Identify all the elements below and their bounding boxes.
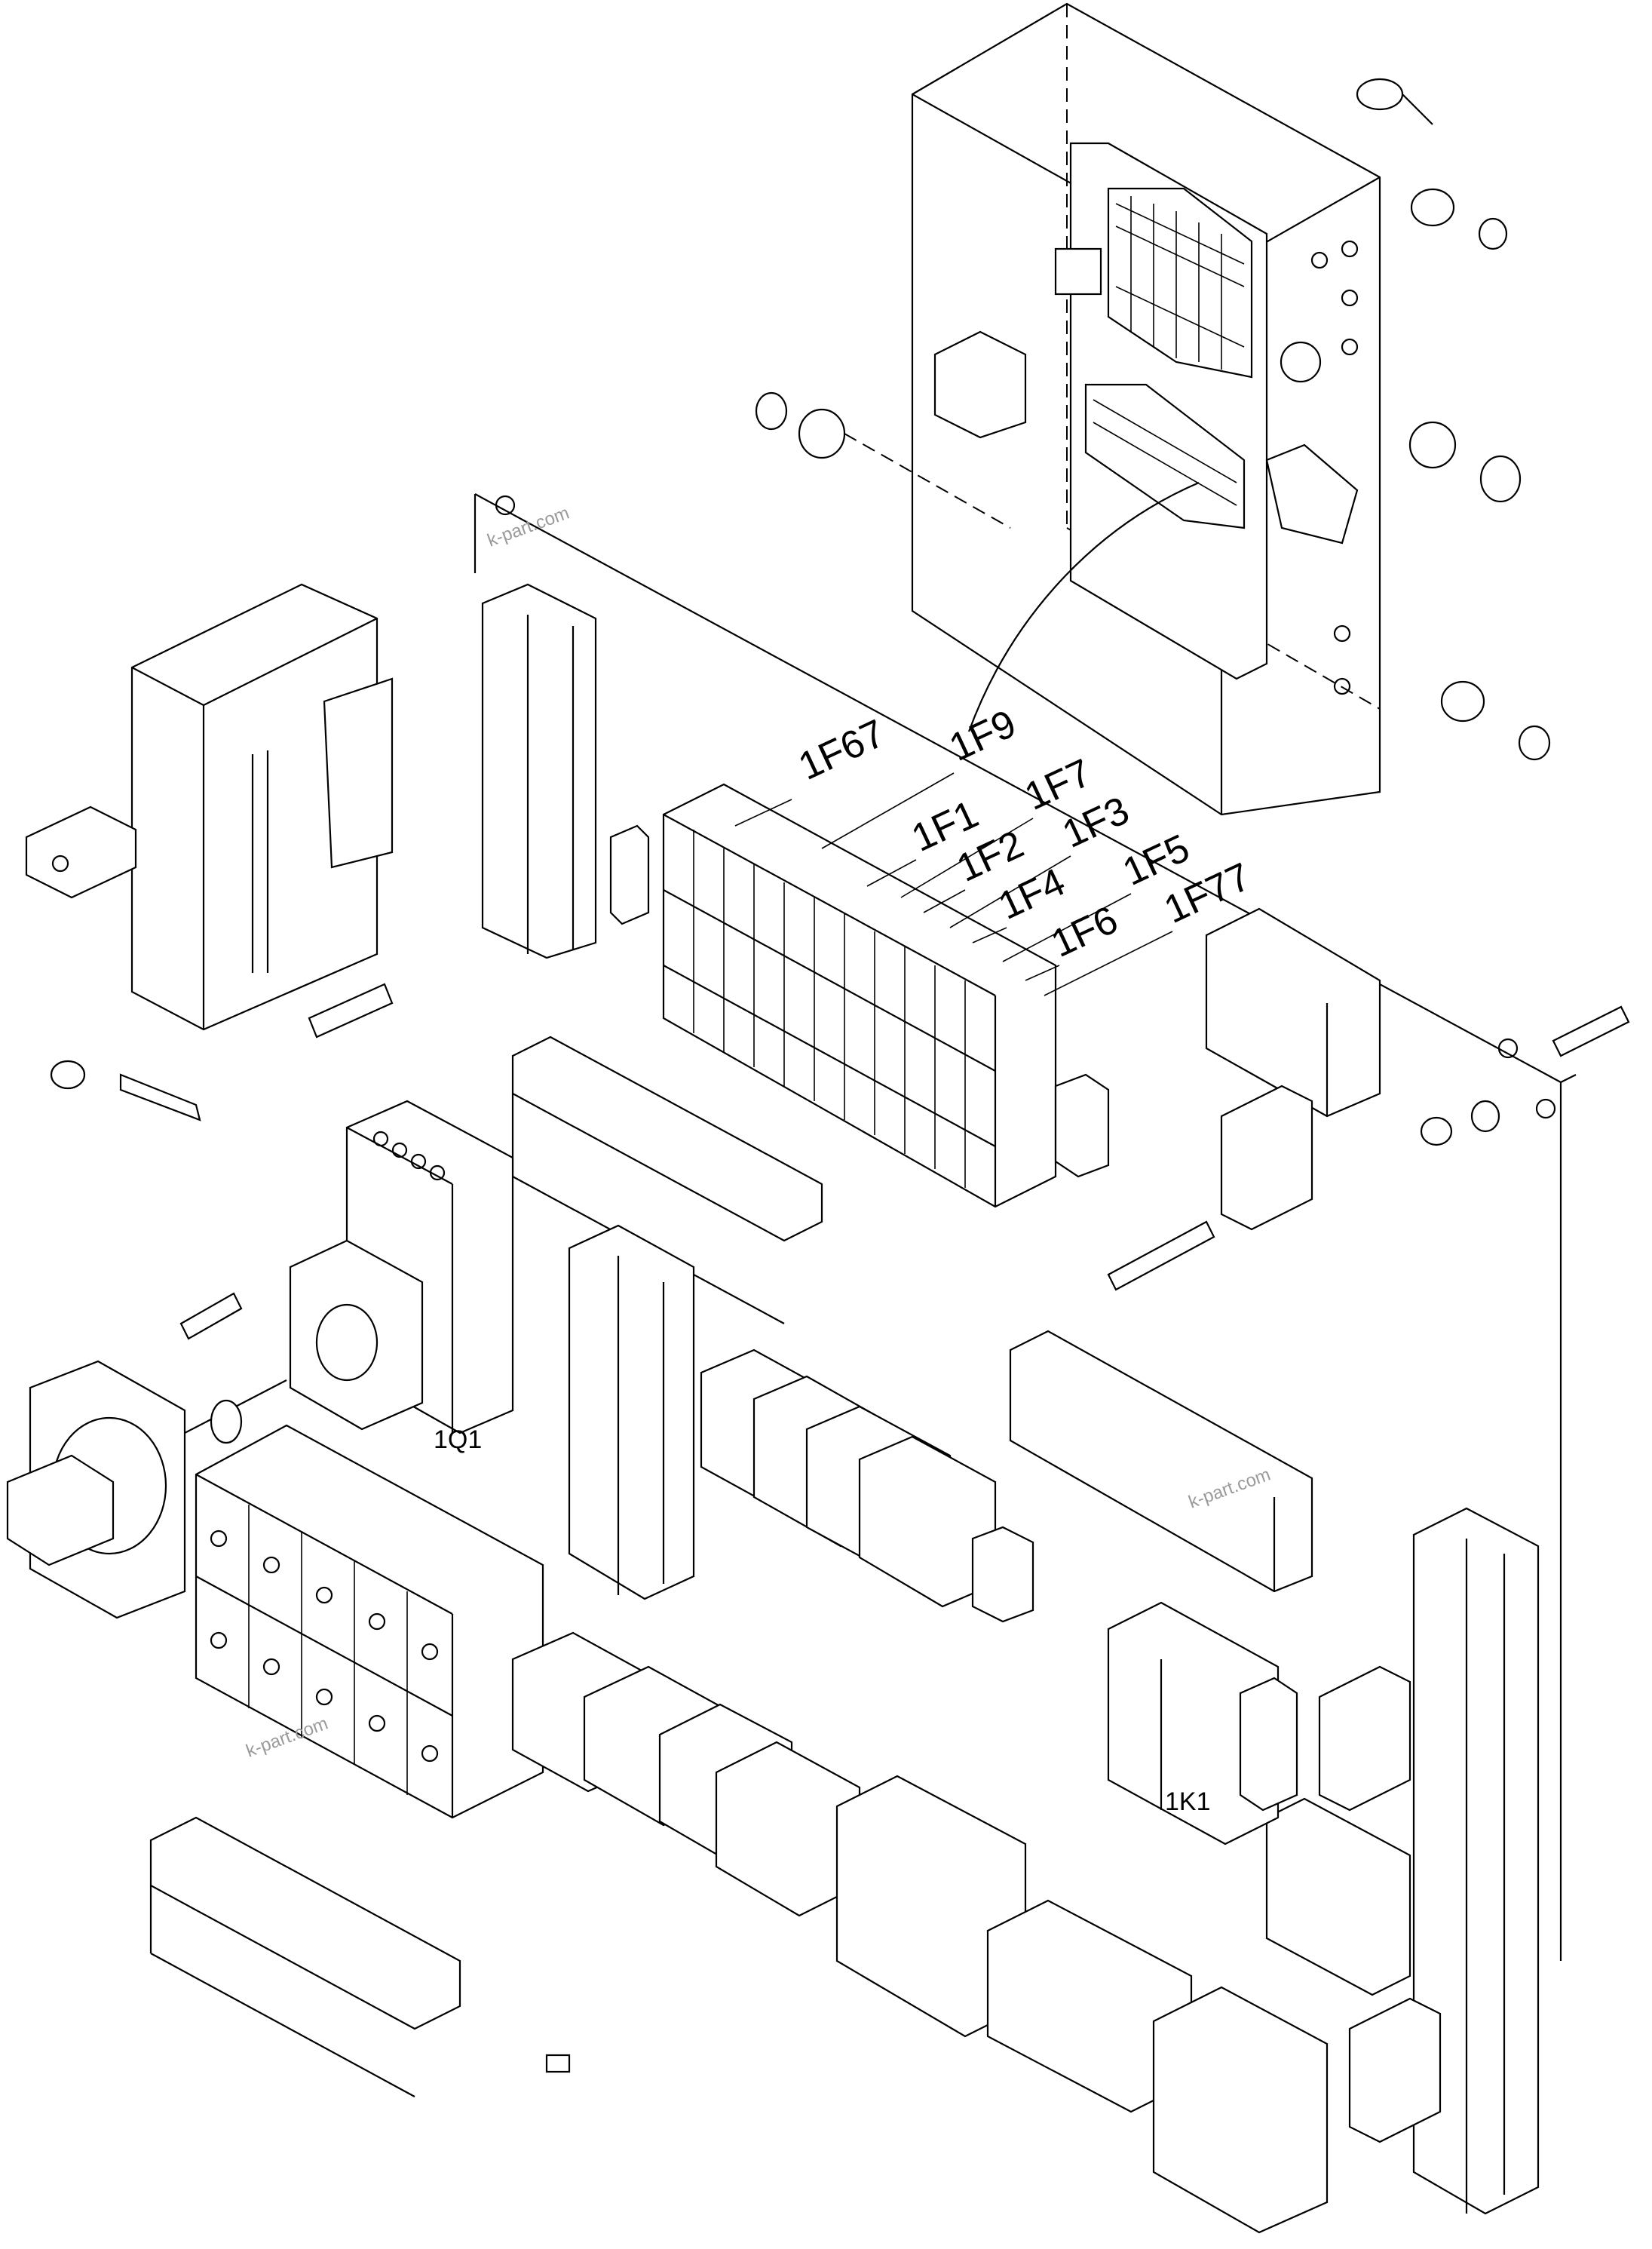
disconnect-switch-icon[interactable]	[6, 1360, 287, 1619]
cable-duct-icon[interactable]	[568, 1224, 695, 1600]
label-1q1: 1Q1	[434, 1425, 482, 1454]
label-1f9: 1F9	[943, 701, 1023, 769]
terminal-strip-icon	[1084, 383, 1246, 529]
circuit-breaker-icon[interactable]	[195, 1424, 544, 1819]
cable-duct-icon[interactable]	[1009, 1330, 1313, 1593]
fuse-block-icon[interactable]	[662, 783, 1057, 1208]
cable-duct-icon[interactable]	[1265, 1797, 1411, 1996]
terminal-block-icon[interactable]	[835, 1775, 1329, 2234]
terminal-block-icon[interactable]	[511, 1631, 861, 1917]
screw-icon[interactable]	[50, 983, 394, 1121]
label-1f6: 1F6	[1045, 897, 1125, 965]
breaker-row-icon	[1107, 187, 1253, 379]
cable-duct-icon[interactable]	[149, 1816, 461, 2097]
cable-duct-icon[interactable]	[1205, 907, 1381, 1118]
screw-icon[interactable]	[179, 1292, 243, 1340]
cable-duct-icon[interactable]	[481, 583, 597, 959]
label-1f67: 1F67	[792, 711, 892, 789]
label-1k1: 1K1	[1165, 1787, 1211, 1816]
label-tag-icon	[545, 2054, 571, 2073]
cable-gland-icon[interactable]	[755, 78, 1551, 761]
end-stop-icon[interactable]	[609, 824, 1110, 1178]
din-rail-icon[interactable]	[25, 805, 137, 899]
contactor-icon[interactable]	[1107, 1601, 1298, 1846]
motor-starter-icon[interactable]	[289, 1100, 514, 1434]
terminal-block-icon[interactable]	[700, 1348, 1034, 1623]
din-rail-icon[interactable]	[1220, 1085, 1442, 2143]
enclosure-icon[interactable]	[911, 2, 1381, 816]
screw-icon[interactable]	[1107, 1005, 1630, 1291]
cable-duct-icon[interactable]	[1412, 1507, 1540, 2215]
leader-lines	[734, 772, 1173, 996]
transformer-icon[interactable]	[130, 583, 394, 1031]
